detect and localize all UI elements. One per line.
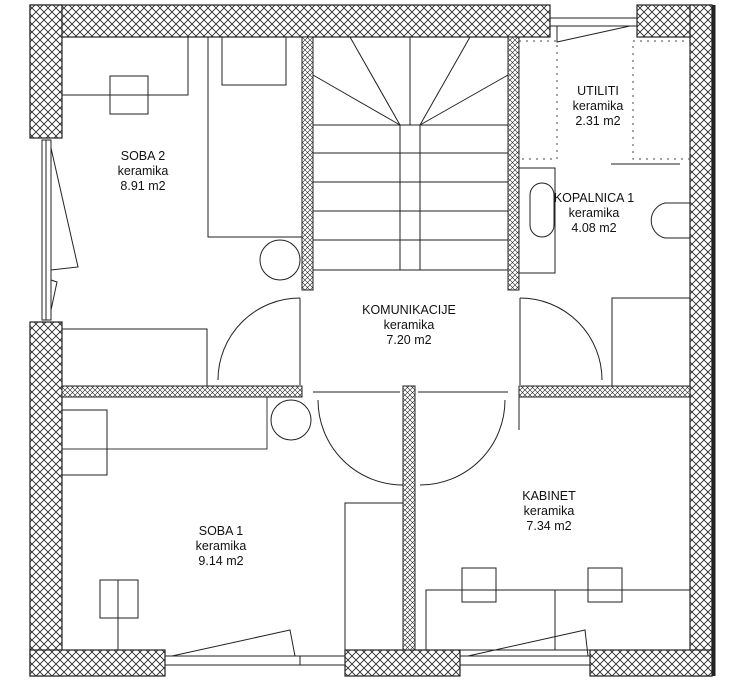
room-name: KOPALNICA 1 (554, 191, 634, 205)
doors (217, 297, 603, 486)
room-name: SOBA 1 (199, 524, 244, 538)
outer-walls (29, 4, 716, 677)
room-label-komunikacije: KOMUNIKACIJE keramika 7.20 m2 (362, 303, 456, 347)
room-name: SOBA 2 (121, 149, 166, 163)
room-area: 2.31 m2 (575, 114, 620, 128)
room-label-kabinet: KABINET keramika 7.34 m2 (522, 489, 576, 533)
interior-walls (61, 36, 691, 651)
room-label-utiliti: UTILITI keramika 2.31 m2 (573, 84, 624, 128)
room-label-soba-2: SOBA 2 keramika 8.91 m2 (118, 149, 169, 193)
room-floor: keramika (569, 206, 620, 220)
room-floor: keramika (524, 504, 575, 518)
staircase (312, 36, 509, 271)
windows (41, 17, 638, 666)
room-floor: keramika (196, 539, 247, 553)
room-name: KOMUNIKACIJE (362, 303, 456, 317)
room-area: 7.34 m2 (526, 519, 571, 533)
room-name: KABINET (522, 489, 576, 503)
room-area: 7.20 m2 (386, 333, 431, 347)
furniture (61, 36, 691, 651)
room-label-soba-1: SOBA 1 keramika 9.14 m2 (196, 524, 247, 568)
room-label-kopalnica-1: KOPALNICA 1 keramika 4.08 m2 (554, 191, 634, 235)
room-area: 8.91 m2 (120, 179, 165, 193)
room-area: 9.14 m2 (198, 554, 243, 568)
room-floor: keramika (573, 99, 624, 113)
room-area: 4.08 m2 (571, 221, 616, 235)
room-name: UTILITI (577, 84, 619, 98)
room-floor: keramika (384, 318, 435, 332)
room-floor: keramika (118, 164, 169, 178)
